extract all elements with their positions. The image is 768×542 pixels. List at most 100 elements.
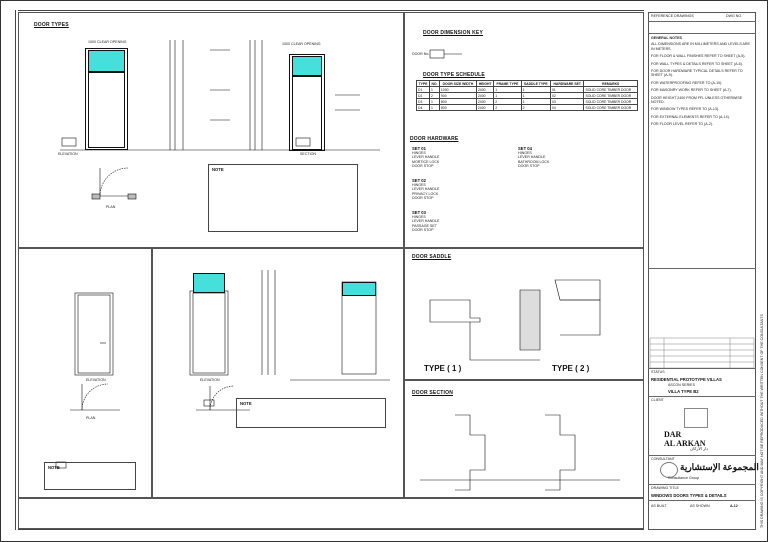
note-title: NOTE (212, 167, 224, 172)
plan-label: PLAN (86, 416, 96, 420)
hardware-item: BATHROOM LOCK (518, 159, 550, 164)
copyright-side-note: THIS DRAWING IS COPYRIGHT AND MAY NOT BE… (760, 314, 764, 528)
top-grid-ruler (18, 3, 644, 11)
client-name-line2: AL ARKAN (664, 439, 706, 448)
saddle-title: DOOR SADDLE (412, 254, 452, 260)
hardware-item: LEVER HANDLE (412, 187, 440, 192)
title-block (648, 12, 756, 530)
hardware-item: PRIVACY LOCK (412, 191, 439, 196)
hardware-set: SET 01 HINGES LEVER HANDLE MORTICE LOCK … (412, 146, 512, 169)
note-line: FOR WINDOW TYPES REFER TO (A-13). (651, 107, 720, 112)
ref-drawings-label: REFERENCE DRAWINGS (651, 14, 694, 18)
notes-label: GENERAL NOTES (651, 36, 682, 40)
title-block-header-row: REFERENCE DRAWINGS DWG NO. (648, 12, 756, 22)
hardware-item: DOOR STOP (412, 196, 434, 201)
divider (648, 396, 756, 397)
hardware-item: HINGES (412, 215, 426, 219)
consultant-logo-icon (660, 462, 678, 478)
dimension-label: 1000 CLEAR OPENING (282, 42, 321, 46)
bottom-grid-ruler (18, 529, 644, 537)
bottom-strip (18, 498, 644, 529)
note-line: ALL DIMENSIONS ARE IN MILLIMETERS AND LE… (651, 42, 750, 51)
table-cell: 2400 (475, 104, 495, 111)
hardware-item: LEVER HANDLE (412, 219, 440, 224)
table-cell: 800 (438, 104, 477, 111)
revision-grid (649, 337, 755, 369)
hardware-set: SET 02 HINGES LEVER HANDLE PRIVACY LOCK … (412, 178, 512, 201)
left-grid-ruler (3, 10, 16, 530)
note-title: NOTE (240, 401, 252, 406)
section-title: DOOR SECTION (412, 390, 454, 396)
hardware-item: DOOR STOP (518, 164, 540, 169)
client-arabic-name: دار الأركان (690, 446, 709, 451)
divider (648, 268, 756, 269)
saddle-panel (404, 248, 644, 380)
hardware-item: HINGES (518, 151, 532, 155)
project-title: RESIDENTIAL PROTOTYPE VILLAS (651, 377, 722, 382)
divider (648, 368, 756, 369)
table-cell: D4 (415, 104, 431, 111)
client-label: CLIENT (651, 398, 664, 402)
hardware-item: PASSAGE SET (412, 223, 437, 228)
table-cell: 2 (520, 104, 551, 111)
table-row: D2 2 900 2400 1 1 02 SOLID CORE TIMBER D… (415, 92, 638, 99)
note-box: NOTE (236, 398, 386, 428)
client-logo-icon (684, 408, 708, 428)
scale-value: AS SHOWN (690, 504, 710, 508)
drawing-title: WINDOWS DOORS TYPES & DETAILS (651, 493, 727, 498)
door-frame (289, 54, 325, 151)
note-line: FOR EXTERNAL ELEMENTS REFER TO (A-14). (651, 114, 730, 119)
door-type-d4-panel (152, 248, 404, 498)
note-line: FOR DOOR HARDWARE TYPICAL DETAILS REFER … (651, 69, 743, 78)
section-label: SECTION (300, 152, 316, 156)
table-cell: SOLID CORE TIMBER DOOR (583, 104, 638, 111)
consultant-label: CONSULTANT (651, 457, 675, 461)
hardware-set-title: SET 02 (412, 178, 426, 183)
note-box: NOTE (208, 164, 358, 232)
door-glass-panel (193, 273, 225, 293)
note-box: NOTE (44, 462, 136, 490)
saddle-type-2-label: TYPE ( 2 ) (552, 364, 590, 373)
hardware-set-title: SET 04 (518, 146, 532, 151)
hardware-item: HINGES (412, 183, 426, 187)
divider (648, 500, 756, 501)
door-glass-panel (88, 50, 125, 72)
drawn-value: AS BUILT (651, 504, 667, 508)
note-line: FOR WALL TYPES & DETAILS REFER TO SHEET … (651, 61, 743, 66)
door-leaf (88, 72, 125, 148)
note-line: FOR FLOOR & WALL FINISHES REFER TO SHEET… (651, 54, 746, 59)
table-cell: 04 (549, 104, 585, 111)
door-types-title: DOOR TYPES (34, 22, 69, 28)
elevation-label: ELEVATION (200, 378, 220, 382)
elevation-label: ELEVATION (58, 152, 78, 156)
hardware-item: MORTICE LOCK (412, 159, 440, 164)
project-subtitle: ASCON SERIES (668, 383, 695, 387)
dimension-key-title: DOOR DIMENSION KEY (423, 30, 483, 36)
general-notes: GENERAL NOTES ALL DIMENSIONS ARE IN MILL… (651, 36, 753, 127)
client-name-line1: DAR (664, 430, 682, 439)
section-panel (404, 380, 644, 498)
hardware-item: DOOR STOP (412, 164, 434, 169)
door-leaf (292, 76, 322, 150)
hardware-item: HINGES (412, 151, 426, 155)
hardware-title: DOOR HARDWARE (410, 136, 459, 142)
hardware-item: LEVER HANDLE (412, 155, 440, 160)
sheet-number: A-12 (730, 504, 738, 508)
hardware-item: LEVER HANDLE (518, 155, 546, 160)
door-types-panel (18, 12, 404, 248)
consultant-name: Consultance Group (668, 476, 699, 480)
elevation-label: ELEVATION (86, 378, 106, 382)
plan-label: PLAN (106, 205, 116, 209)
divider (648, 484, 756, 485)
hardware-set: SET 03 HINGES LEVER HANDLE PASSAGE SET D… (412, 210, 512, 233)
door-key-label: DOOR No. (412, 52, 430, 56)
revision-table (649, 337, 755, 369)
saddle-type-1-label: TYPE ( 1 ) (424, 364, 462, 373)
table-row: D4 1 800 2400 2 2 04 SOLID CORE TIMBER D… (415, 104, 638, 111)
divider (648, 455, 756, 456)
table-cell: 2 (493, 104, 522, 111)
dwg-no-label: DWG NO. (726, 14, 743, 18)
note-line: DOOR HEIGHT 2400 FROM FFL UNLESS OTHERWI… (651, 95, 743, 105)
schedule-title: DOOR TYPE SCHEDULE (423, 72, 485, 78)
